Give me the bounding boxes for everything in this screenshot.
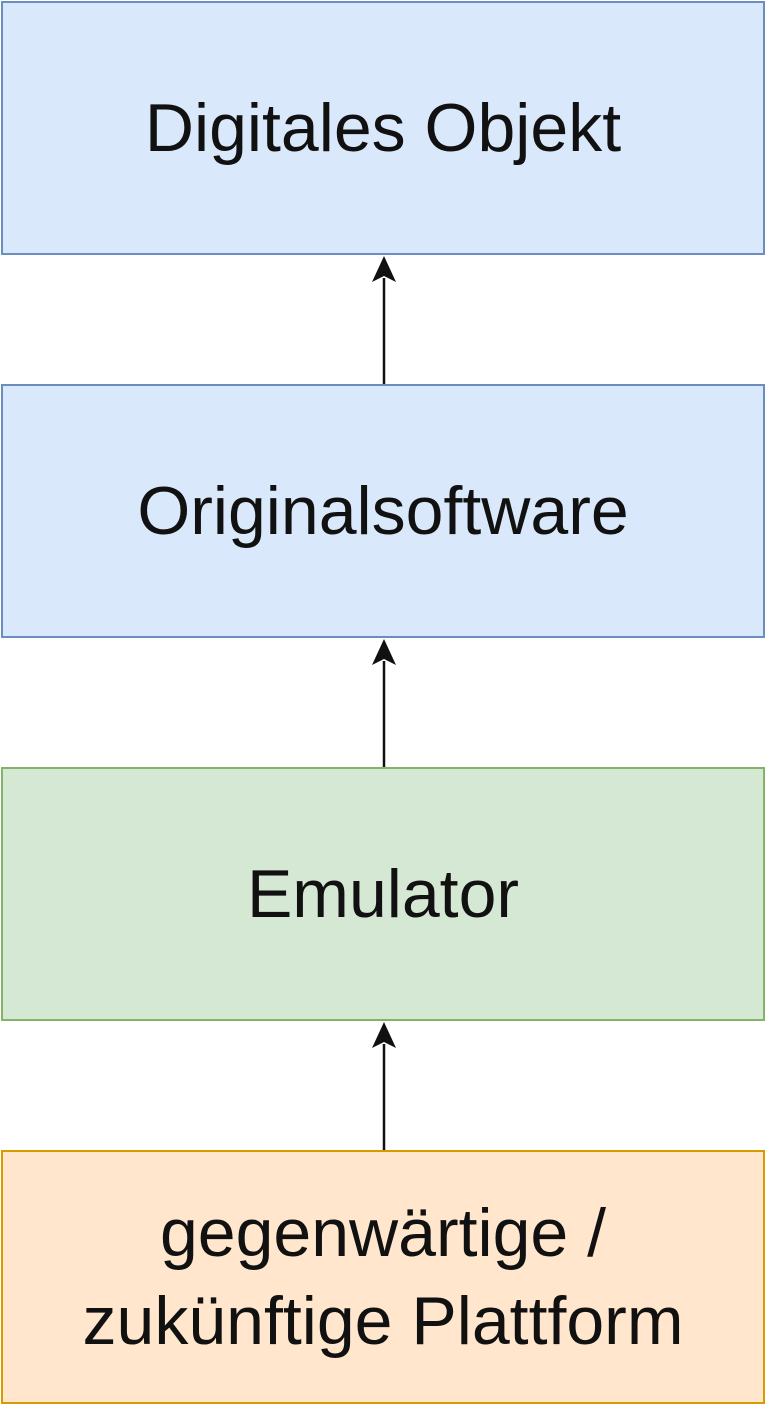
original-software-box: Originalsoftware bbox=[1, 384, 765, 638]
emulator-label: Emulator bbox=[246, 855, 520, 932]
arrow-platform-to-emulator bbox=[372, 1022, 396, 1150]
digital-object-box: Digitales Objekt bbox=[1, 1, 765, 255]
arrow-emulator-to-software bbox=[372, 639, 396, 767]
original-software-label: Originalsoftware bbox=[137, 472, 629, 549]
platform-box: gegenwärtige / zukünftige Plattform bbox=[1, 1150, 765, 1404]
platform-label-line1: gegenwärtige / bbox=[159, 1194, 607, 1271]
platform-label-line2: zukünftige Plattform bbox=[82, 1283, 684, 1359]
arrow-software-to-object bbox=[372, 256, 396, 384]
emulator-box: Emulator bbox=[1, 767, 765, 1021]
digital-object-label: Digitales Objekt bbox=[144, 89, 622, 166]
